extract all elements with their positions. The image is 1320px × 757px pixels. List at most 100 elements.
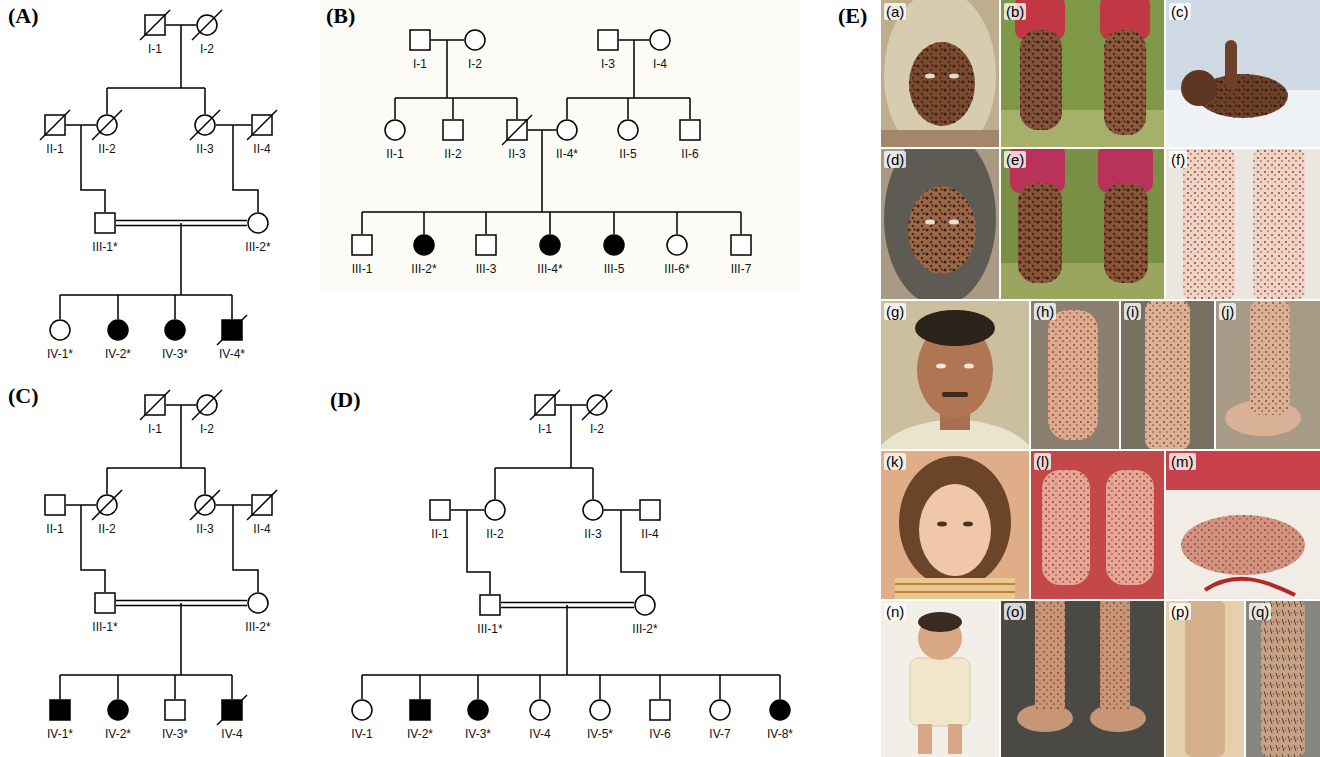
- pedigree-symbol: III-1: [351, 234, 373, 256]
- photo-letter: (k): [884, 453, 906, 470]
- individual-id: I-3: [601, 57, 615, 71]
- individual-id: III-2*: [245, 240, 270, 254]
- pedigree-symbol: II-4: [251, 114, 273, 136]
- photo-letter: (m): [1169, 453, 1196, 470]
- male-symbol: [479, 594, 501, 616]
- individual-id: III-1*: [92, 240, 117, 254]
- female-symbol: [603, 234, 625, 256]
- marriage-line: [619, 40, 649, 41]
- photo-letter: (c): [1169, 3, 1191, 20]
- pedigree-symbol: II-1: [44, 114, 66, 136]
- individual-id: IV-1: [351, 727, 372, 741]
- male-symbol: [221, 319, 243, 341]
- female-symbol: [247, 592, 269, 614]
- pedigree-symbol: III-7: [730, 234, 752, 256]
- individual-id: IV-4: [529, 727, 550, 741]
- male-symbol: [730, 234, 752, 256]
- female-symbol: [556, 119, 578, 141]
- panel-letter: (A): [8, 4, 39, 28]
- pedigree-symbol: I-1: [144, 14, 166, 36]
- pedigree-symbol: II-1: [44, 494, 66, 516]
- individual-id: IV-3*: [465, 727, 491, 741]
- female-symbol: [467, 699, 489, 721]
- photo-letter: (a): [884, 3, 906, 20]
- photo-letter: (h): [1034, 303, 1056, 320]
- pedigree-symbol: II-5: [617, 119, 639, 141]
- male-symbol: [639, 499, 661, 521]
- individual-id: III-7: [731, 262, 752, 276]
- individual-id: IV-1*: [47, 347, 73, 361]
- pedigree-symbol: IV-3*: [467, 699, 489, 721]
- panel-letter: (C): [8, 384, 39, 408]
- female-symbol: [589, 699, 611, 721]
- individual-id: IV-7: [709, 727, 730, 741]
- panel-letter: (D): [330, 388, 361, 412]
- pedigree-symbol: III-1*: [94, 592, 116, 614]
- pedigree-symbol: III-2*: [413, 234, 435, 256]
- consanguineous-marriage-line: [116, 601, 247, 606]
- individual-id: IV-8*: [767, 727, 793, 741]
- individual-id: III-4*: [537, 262, 562, 276]
- female-symbol: [529, 699, 551, 721]
- individual-id: IV-3*: [162, 727, 188, 741]
- photo-letter: (p): [1169, 603, 1191, 620]
- pedigree-symbol: I-1: [144, 394, 166, 416]
- marriage-line: [431, 40, 464, 41]
- individual-id: III-2*: [411, 262, 436, 276]
- photo-letter: (l): [1034, 453, 1051, 470]
- male-symbol: [44, 494, 66, 516]
- pedigree-symbol: IV-5*: [589, 699, 611, 721]
- female-symbol: [96, 494, 118, 516]
- male-symbol: [94, 212, 116, 234]
- male-symbol: [409, 29, 431, 51]
- pedigree-symbol: III-6*: [666, 234, 688, 256]
- individual-id: III-1: [352, 262, 373, 276]
- individual-id: II-3: [508, 147, 525, 161]
- photo-letter: (d): [884, 151, 906, 168]
- pedigree-symbol: II-2: [484, 499, 506, 521]
- female-symbol: [107, 319, 129, 341]
- pedigree-symbol: III-1*: [94, 212, 116, 234]
- individual-id: IV-5*: [587, 727, 613, 741]
- pedigree-symbol: III-4*: [539, 234, 561, 256]
- female-symbol: [586, 394, 608, 416]
- pedigree-symbol: IV-2*: [409, 699, 431, 721]
- pedigree-symbol: III-3: [475, 234, 497, 256]
- female-symbol: [634, 594, 656, 616]
- individual-id: III-1*: [92, 620, 117, 634]
- male-symbol: [144, 14, 166, 36]
- female-symbol: [194, 494, 216, 516]
- male-symbol: [679, 119, 701, 141]
- panel-letter: (B): [326, 4, 355, 28]
- female-symbol: [247, 212, 269, 234]
- pedigree-symbol: II-2: [442, 119, 464, 141]
- individual-id: I-4: [653, 57, 667, 71]
- female-symbol: [96, 114, 118, 136]
- photo-letter: (o): [1004, 603, 1026, 620]
- female-symbol: [666, 234, 688, 256]
- female-symbol: [582, 499, 604, 521]
- individual-id: IV-2*: [105, 347, 131, 361]
- pedigree-symbol: IV-2*: [107, 319, 129, 341]
- female-symbol: [194, 114, 216, 136]
- pedigree-symbol: II-4: [251, 494, 273, 516]
- female-symbol: [413, 234, 435, 256]
- individual-id: II-2: [444, 147, 461, 161]
- female-symbol: [196, 394, 218, 416]
- pedigree-symbol: IV-2*: [107, 699, 129, 721]
- individual-id: II-3: [196, 522, 213, 536]
- female-symbol: [769, 699, 791, 721]
- male-symbol: [144, 394, 166, 416]
- individual-id: IV-1*: [47, 727, 73, 741]
- photo-letter: (g): [884, 303, 906, 320]
- individual-id: IV-6: [649, 727, 670, 741]
- marriage-line: [604, 510, 639, 511]
- panel-letter: (E): [838, 4, 867, 28]
- individual-id: I-2: [468, 57, 482, 71]
- pedigree-symbol: II-6: [679, 119, 701, 141]
- pedigree-symbol: II-3: [194, 114, 216, 136]
- pedigree-symbol: I-2: [196, 14, 218, 36]
- marriage-line: [166, 25, 196, 26]
